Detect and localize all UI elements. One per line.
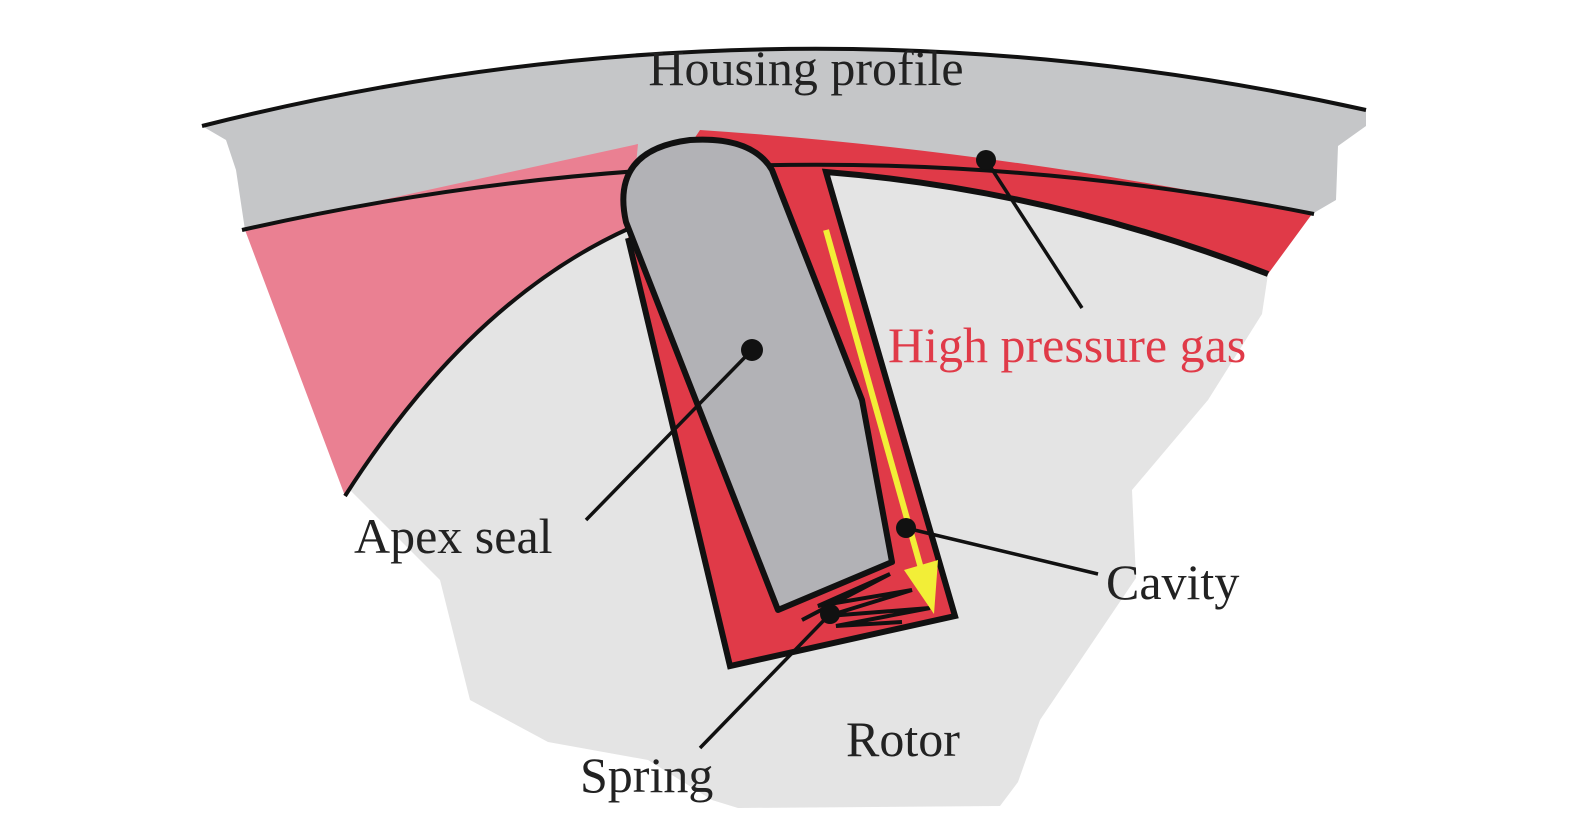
housing-outer-edge [201, 46, 1367, 128]
spring-leader-dot [820, 604, 840, 624]
housing-profile-label: Housing profile [648, 40, 963, 96]
gas-flow-arrowhead [904, 560, 938, 614]
high-pressure-gas-label: High pressure gas [888, 317, 1246, 373]
spring-label: Spring [580, 747, 713, 803]
seal-leader-line [584, 348, 754, 522]
groove-wall [625, 168, 1270, 670]
spring [801, 572, 931, 628]
cavity-leader-line [905, 526, 1099, 576]
rotor-label: Rotor [846, 711, 960, 767]
seal-leader-dot [741, 339, 763, 361]
apex-seal-label: Apex seal [354, 508, 553, 564]
gas-flow-arrow [823, 229, 925, 573]
gas-leader-line [984, 159, 1084, 309]
gas-region-left [245, 144, 638, 496]
apex-seal [620, 136, 895, 613]
gas-leader-dot [976, 150, 996, 170]
cavity-label: Cavity [1106, 554, 1239, 610]
spring-leader-line [698, 612, 832, 750]
housing-inner-edge [241, 162, 1315, 232]
cavity-leader-dot [896, 518, 916, 538]
rotor-left-flank [343, 226, 631, 498]
